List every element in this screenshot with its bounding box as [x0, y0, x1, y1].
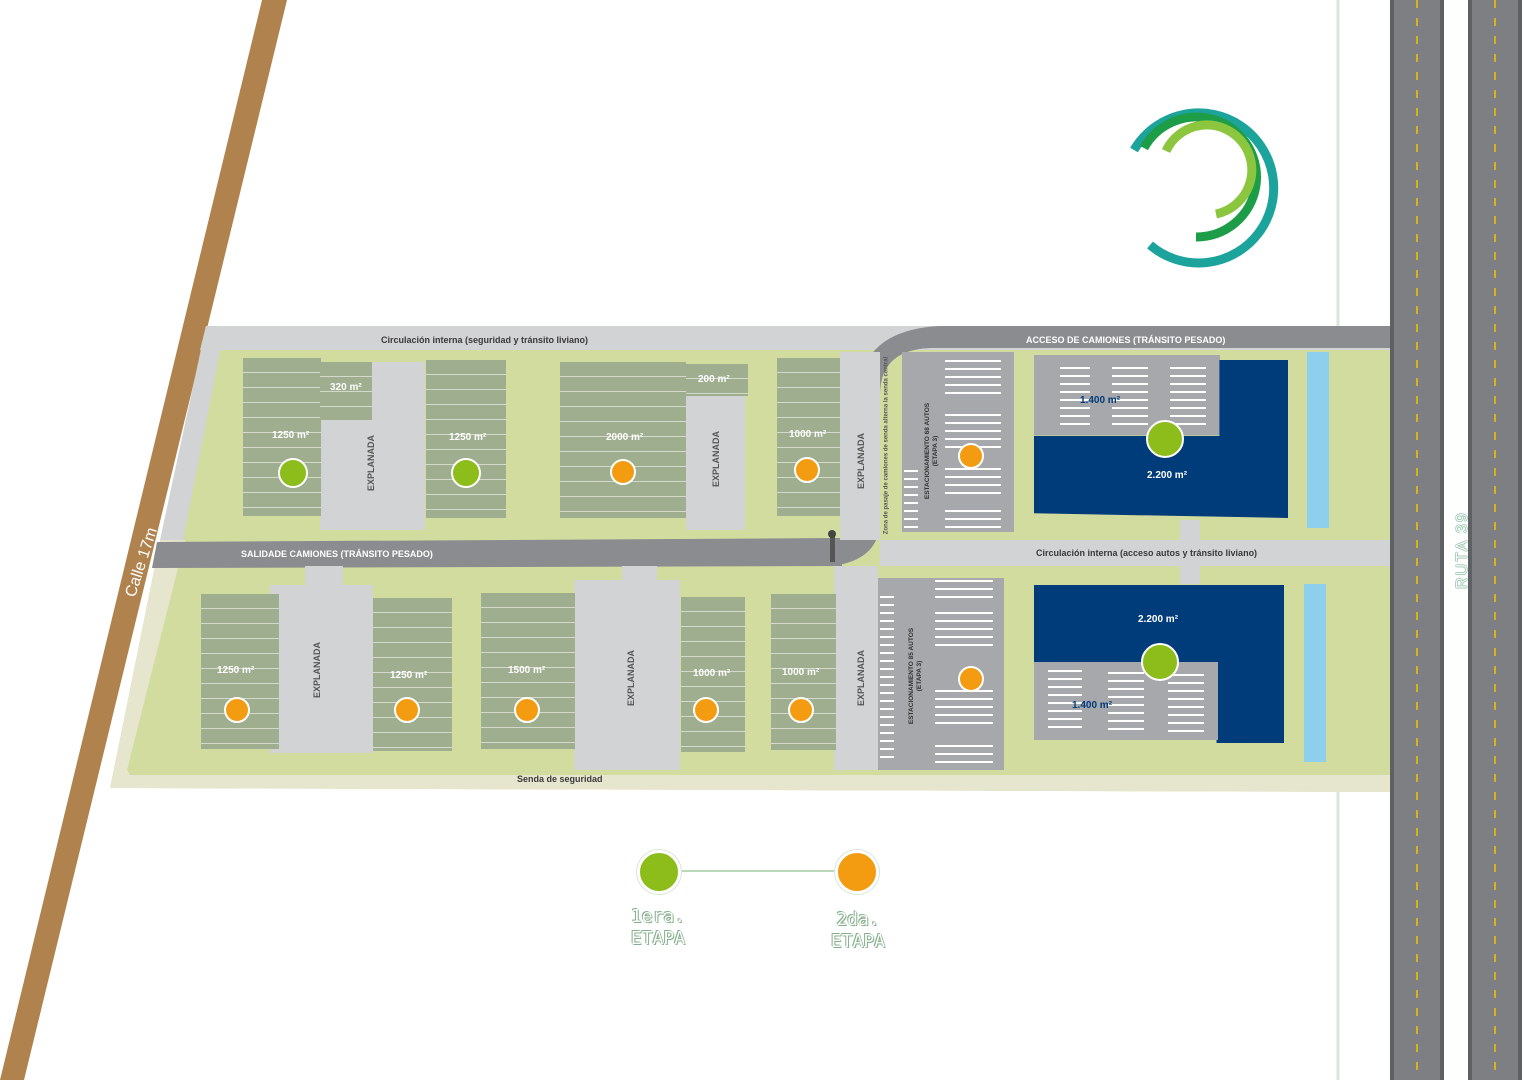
lot-top-3 — [426, 360, 506, 518]
road-label-circulacion-mid: Circulación interna (acceso autos y trán… — [1036, 548, 1258, 558]
stage-dot — [693, 697, 719, 723]
parking-top-label: ESTACIONAMIENTO 68 AUTOS (ETAPA 3) — [924, 402, 939, 500]
legend-stage2-text: 2da. ETAPA — [830, 909, 886, 952]
lot-top-6 — [777, 358, 840, 516]
lot-bottom-2-area: 1250 m² — [390, 670, 428, 681]
zona-pasaje-label: Zona de pasaje de camiones de senda alte… — [883, 356, 890, 535]
stage-dot — [1141, 643, 1179, 681]
parking-bottom-label: ESTACIONAMIENTO 85 AUTOS (ETAPA 3) — [908, 627, 923, 725]
lot-bottom-5 — [771, 594, 836, 750]
road-salida — [152, 538, 842, 568]
lot-top-1-area: 1250 m² — [272, 430, 310, 441]
lot-top-3-area: 1250 m² — [449, 432, 487, 443]
calle-road — [0, 0, 287, 1080]
yard-top-area: 1.400 m² — [1080, 395, 1121, 406]
road-label-salida: SALIDADE CAMIONES (TRÁNSITO PESADO) — [241, 549, 433, 559]
stage-dot — [958, 666, 984, 692]
legend-line — [655, 870, 855, 872]
stage-dot — [788, 697, 814, 723]
parking-bottom — [878, 578, 1004, 770]
road-label-circulacion-top: Circulación interna (seguridad y tránsit… — [381, 335, 589, 345]
explanada-label: EXPLANADA — [856, 650, 866, 707]
lot-bottom-4 — [681, 597, 745, 752]
canal-top — [1307, 352, 1329, 528]
lot-top-4-area: 2000 m² — [606, 432, 644, 443]
road-mid — [880, 540, 1390, 566]
lot-bottom-4-area: 1000 m² — [693, 668, 731, 679]
stage-dot — [451, 458, 481, 488]
warehouse-top-area: 2.200 m² — [1147, 470, 1188, 481]
stage-dot — [278, 458, 308, 488]
lot-top-5 — [686, 364, 748, 396]
stage-dot — [514, 697, 540, 723]
yard-bottom-area: 1.400 m² — [1072, 700, 1113, 711]
road-label-senda: Senda de seguridad — [517, 774, 603, 784]
road-label-acceso: ACCESO DE CAMIONES (TRÁNSITO PESADO) — [1026, 335, 1226, 345]
lot-bottom-1-area: 1250 m² — [217, 665, 255, 676]
explanada-label: EXPLANADA — [711, 431, 721, 488]
explanada-label: EXPLANADA — [626, 650, 636, 707]
lot-bottom-3 — [481, 593, 575, 749]
ruta-label: RUTA 39 — [1454, 511, 1471, 589]
lot-top-2-area: 320 m² — [330, 382, 362, 393]
lot-bottom-3-area: 1500 m² — [508, 665, 546, 676]
lot-top-6-area: 1000 m² — [789, 429, 827, 440]
legend-stage1-text: 1era. ETAPA — [630, 906, 686, 949]
stage-dot — [224, 697, 250, 723]
logo-rings-icon — [1130, 108, 1279, 268]
stage-dot — [610, 459, 636, 485]
lot-top-1 — [243, 358, 321, 516]
legend-stage1-dot — [637, 850, 681, 894]
lot-top-4 — [560, 362, 686, 518]
warehouse-bottom-area: 2.200 m² — [1138, 614, 1179, 625]
stage-dot — [1146, 420, 1184, 458]
lot-top-2 — [320, 362, 372, 420]
explanada-label: EXPLANADA — [856, 433, 866, 490]
lot-bottom-2 — [373, 598, 452, 751]
lot-bottom-5-area: 1000 m² — [782, 667, 820, 678]
canal-bottom — [1304, 584, 1326, 762]
stage-dot — [394, 697, 420, 723]
stage-dot — [794, 457, 820, 483]
lot-top-5-area: 200 m² — [698, 374, 730, 385]
explanada-label: EXPLANADA — [312, 642, 322, 699]
legend-stage2-dot — [835, 850, 879, 894]
lot-bottom-1 — [201, 594, 279, 749]
explanada-label: EXPLANADA — [366, 435, 376, 492]
stage-dot — [958, 443, 984, 469]
